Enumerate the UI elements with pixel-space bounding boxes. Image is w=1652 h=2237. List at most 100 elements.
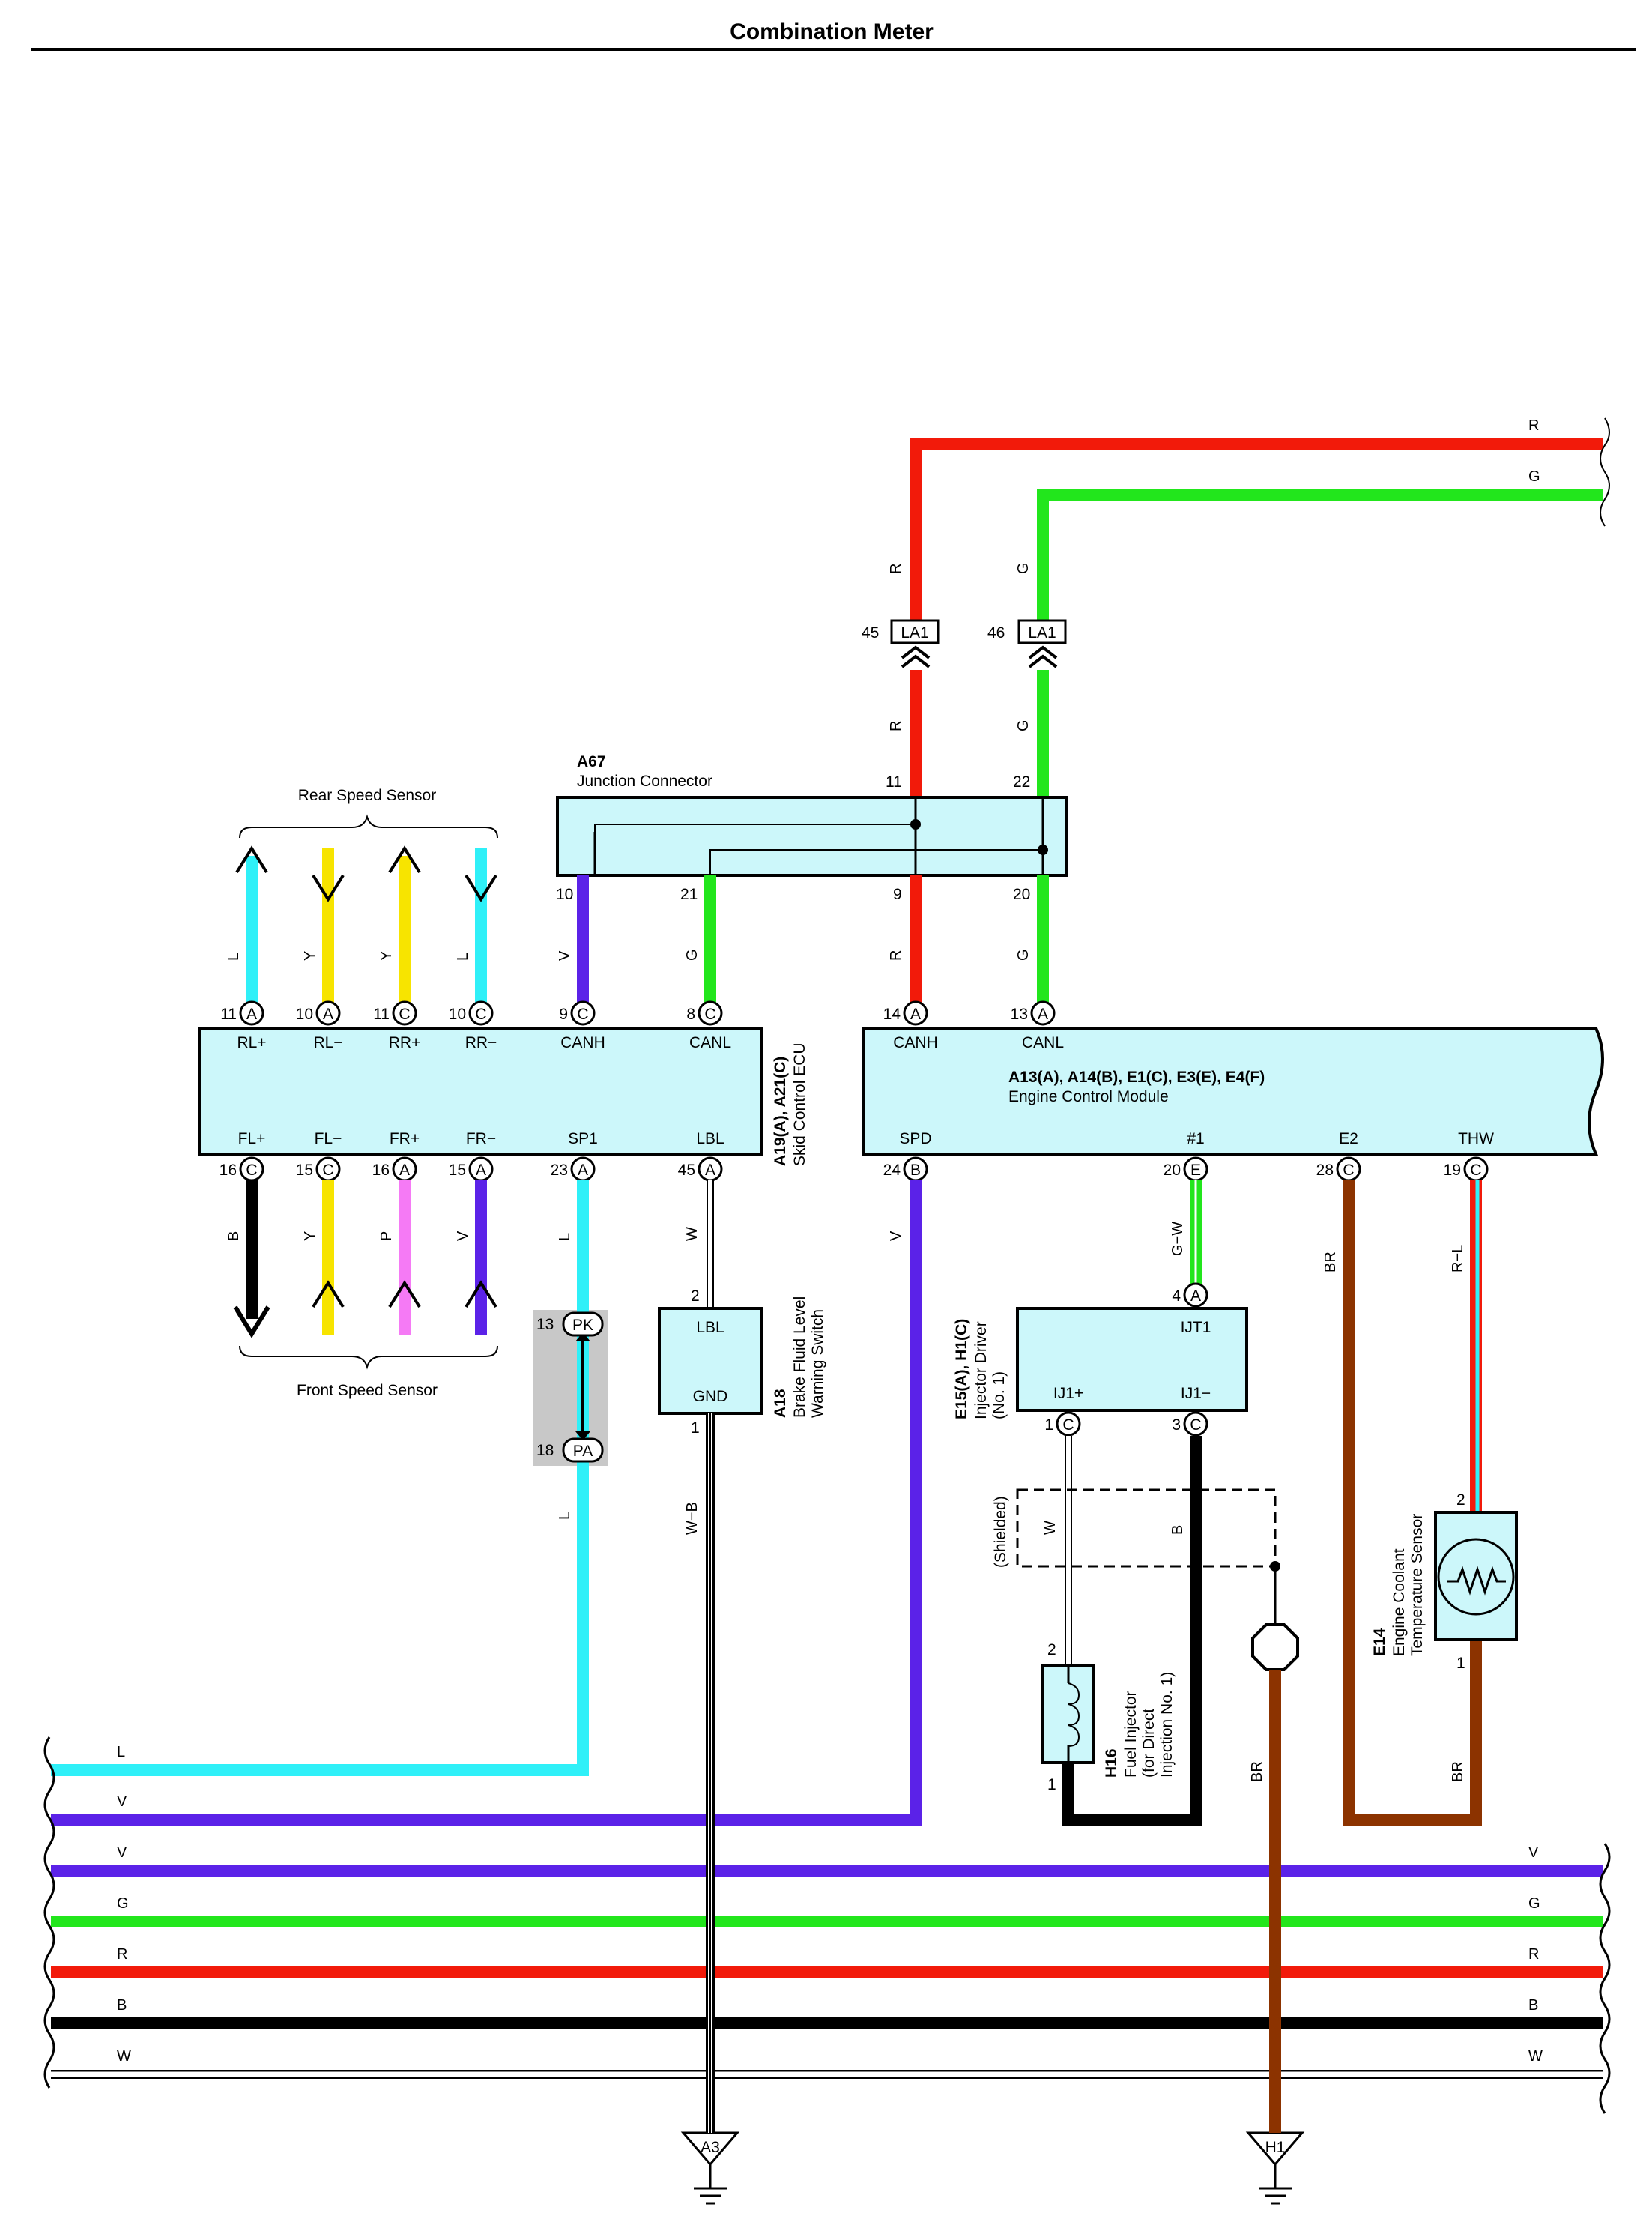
a67-code: A67 <box>577 753 606 770</box>
front-sensor-brace <box>239 1345 498 1370</box>
ecm-top-pin-1: A 13 <box>1011 1000 1056 1026</box>
e14-code: E14 <box>1371 1628 1388 1656</box>
skid-top-term-2: RR+ <box>389 1034 421 1051</box>
pkpa-pin-18: 18 <box>536 1442 554 1459</box>
skid-bottom-term-3: FR− <box>466 1130 496 1147</box>
ground-a3: A3 <box>680 2131 740 2205</box>
arrow-down-rr-minus <box>465 874 497 902</box>
skid-top-wire-0: L <box>226 953 242 961</box>
skid-ecu-box <box>198 1027 763 1156</box>
skid-top-pin-3-letter: C <box>475 1006 486 1023</box>
shielded-label: (Shielded) <box>992 1496 1009 1568</box>
skid-bottom-pin-4-number: 23 <box>551 1162 568 1179</box>
skid-bottom-term-2: FR+ <box>390 1130 420 1147</box>
label-la1-g-up: G <box>1015 562 1032 574</box>
label-ijt-gw: G−W <box>1170 1222 1186 1256</box>
skid-top-wire-3: L <box>455 953 471 961</box>
arrow-up-fr-minus <box>465 1280 497 1308</box>
skid-top-pin-0-number: 11 <box>220 1006 237 1023</box>
label-la1-r-dn: R <box>888 721 904 731</box>
bus-label-left-6: W <box>117 2048 131 2065</box>
bus-label-right-5: B <box>1528 1997 1538 2014</box>
wire-thw-rl <box>1470 1180 1482 1512</box>
ijd-pin-top-number: 4 <box>1172 1287 1181 1305</box>
ijd-pin-right: C3 <box>1172 1411 1208 1437</box>
skid-top-wire-1: Y <box>302 951 318 961</box>
injector-driver-box <box>1016 1307 1248 1412</box>
page-title: Combination Meter <box>730 19 934 44</box>
bus-label-right-3: G <box>1528 1895 1540 1912</box>
bus-label-left-5: B <box>117 1997 127 2014</box>
skid-bottom-term-1: FL− <box>315 1130 342 1147</box>
a18-pin-bottom: 1 <box>691 1419 700 1437</box>
skid-bottom-wire-2: P <box>378 1231 395 1241</box>
skid-top-pin-1-number: 10 <box>296 1006 313 1023</box>
ijd-pin-top-letter: A <box>1190 1287 1201 1305</box>
h16-name-1: Fuel Injector <box>1122 1691 1140 1778</box>
a18-term-top: LBL <box>696 1319 724 1336</box>
skid-bottom-wire-3: V <box>455 1231 471 1241</box>
bus-label-left-0: L <box>117 1744 125 1760</box>
skid-top-pin-0-letter: A <box>246 1006 257 1023</box>
skid-top-pin-4-number: 9 <box>559 1006 568 1023</box>
label-thw-rl: R−L <box>1450 1245 1466 1273</box>
label-spd-v: V <box>888 1231 904 1241</box>
skid-bottom-pin-1-number: 15 <box>296 1162 313 1179</box>
wire-top-g <box>1037 489 1603 636</box>
ecm-top-pin-1-number: 13 <box>1011 1006 1028 1023</box>
skid-bottom-pin-3-letter: A <box>476 1162 486 1179</box>
ground-a3-label: A3 <box>701 2139 720 2156</box>
skid-bottom-term-5: LBL <box>696 1130 724 1147</box>
injector-driver-name-1: Injector Driver <box>972 1321 990 1419</box>
ecm-bottom-term-3: THW <box>1458 1130 1494 1147</box>
ecm-bottom-term-2: E2 <box>1339 1130 1358 1147</box>
skid-ecu-code: A19(A), A21(C) <box>772 1057 789 1166</box>
injector-driver-name-2: (No. 1) <box>990 1371 1008 1419</box>
skid-bottom-pin-0-letter: C <box>246 1162 257 1179</box>
skid-top-pin-2-number: 11 <box>373 1006 390 1023</box>
wire-sp1-l <box>51 1180 589 1776</box>
skid-top-pin-4-letter: C <box>577 1006 588 1023</box>
a18-box <box>658 1307 763 1415</box>
skid-top-pin-2: C11 <box>373 1000 417 1026</box>
ecm-top-pin-1-letter: A <box>1038 1006 1048 1023</box>
ecm-code: A13(A), A14(B), E1(C), E3(E), E4(F) <box>1008 1069 1265 1086</box>
h16-coil <box>1068 1682 1080 1747</box>
label-pa-l: L <box>557 1512 573 1520</box>
break-mark-right <box>1599 1843 1611 2114</box>
la1-connector-r: LA1 45 <box>862 619 940 668</box>
ecm-bottom-term-0: SPD <box>899 1130 931 1147</box>
skid-bottom-pin-2: A16 <box>372 1156 417 1182</box>
ecm-bottom-pin-0-number: 24 <box>883 1162 901 1179</box>
pkpa-pk-box <box>562 1311 604 1337</box>
e14-pin-bottom: 1 <box>1456 1655 1465 1672</box>
ecm-top-term-0: CANH <box>893 1034 938 1051</box>
break-mark-left <box>43 1736 55 2089</box>
skid-top-pin-3-number: 10 <box>449 1006 466 1023</box>
splice-octagon <box>1251 1623 1299 1671</box>
label-ij-b: B <box>1170 1525 1186 1535</box>
skid-top-term-3: RR− <box>465 1034 497 1051</box>
label-sp1-l: L <box>557 1233 573 1241</box>
a67-pin-9: 9 <box>893 886 902 903</box>
a67-pin-20: 20 <box>1013 886 1030 903</box>
skid-bottom-term-4: SP1 <box>568 1130 598 1147</box>
ecm-bottom-pin-1-number: 20 <box>1164 1162 1181 1179</box>
a67-pin-10: 10 <box>556 886 573 903</box>
arrow-up-fl-minus <box>312 1280 345 1308</box>
label-la1-g-dn: G <box>1015 719 1032 731</box>
injector-driver-term-right: IJ1− <box>1181 1385 1211 1402</box>
skid-bottom-pin-1-letter: C <box>322 1162 333 1179</box>
ecm-bottom-pin-3: C19 <box>1444 1156 1489 1182</box>
skid-top-pin-1: A10 <box>296 1000 341 1026</box>
skid-bottom-pin-3-number: 15 <box>449 1162 466 1179</box>
a67-pin-21: 21 <box>680 886 698 903</box>
ecm-bottom-term-1: #1 <box>1187 1130 1204 1147</box>
skid-top-pin-3: C 10 <box>449 1000 494 1026</box>
label-top-g: G <box>1528 468 1540 485</box>
ecm-bottom-pin-2: C28 <box>1316 1156 1361 1182</box>
la1-connector-g: LA1 46 <box>987 619 1067 668</box>
injector-driver-term-left: IJ1+ <box>1053 1385 1083 1402</box>
